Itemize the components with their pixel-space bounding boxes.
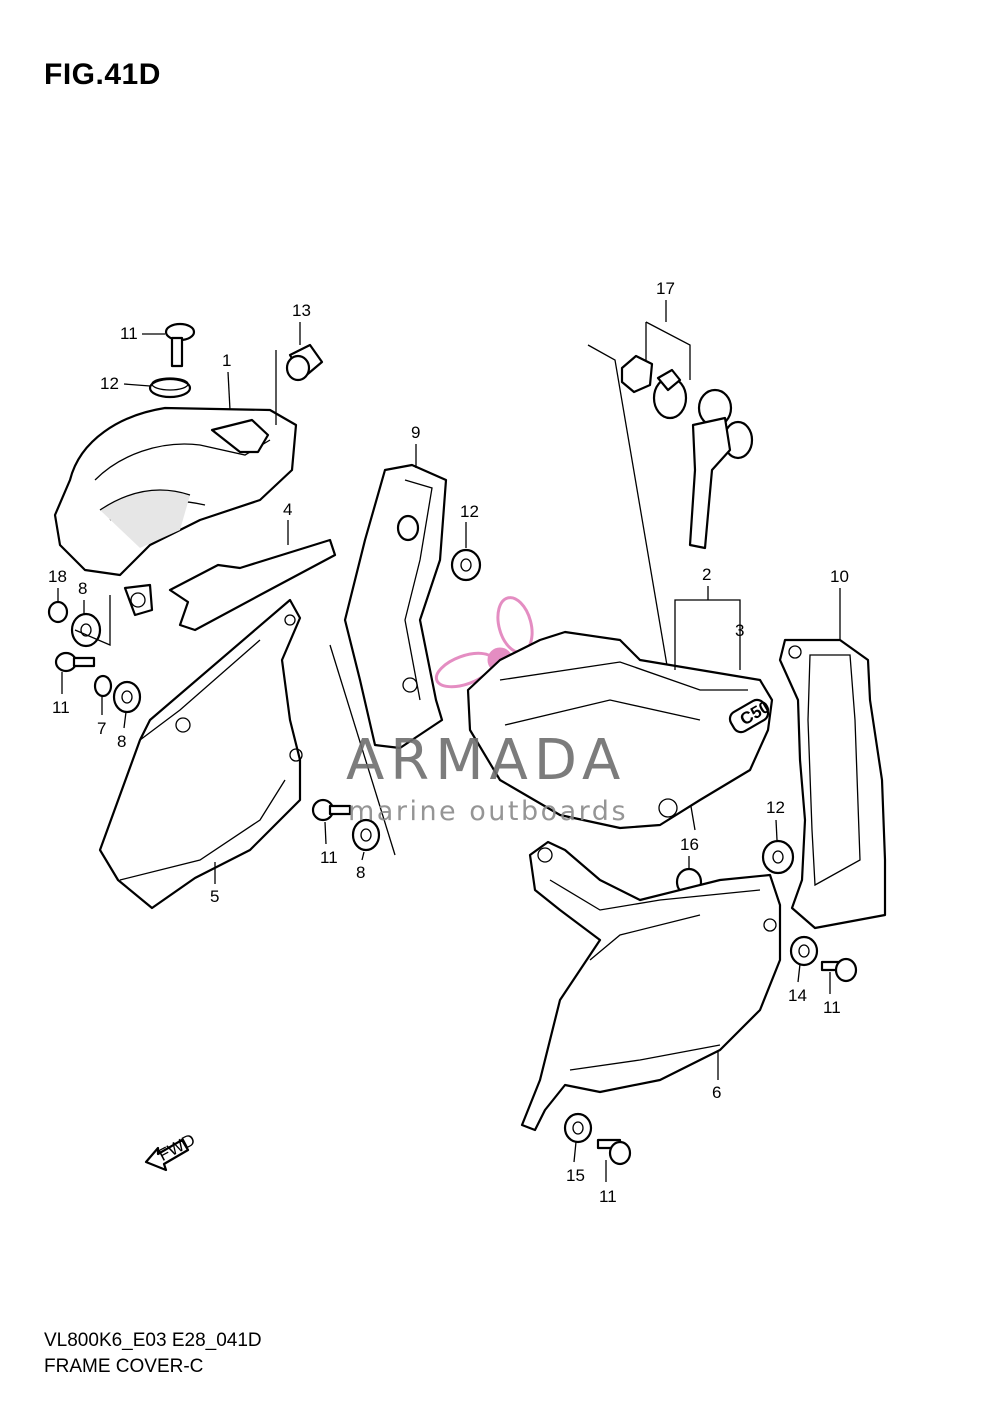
bracket-9 <box>343 463 448 750</box>
frame-cover-side-2 <box>466 630 774 830</box>
leader-8-c <box>361 851 365 861</box>
leader-2-3 <box>674 599 741 670</box>
screw-11-bottom <box>596 1138 632 1166</box>
callout-8-b: 8 <box>117 732 126 751</box>
frame-cover-left-lower <box>98 598 303 910</box>
leader-12-c <box>775 819 778 841</box>
washer-7 <box>93 674 113 698</box>
leader-14 <box>797 963 801 983</box>
screw-11-center <box>311 798 352 822</box>
cushion-12-top-left <box>148 377 192 399</box>
leader-15 <box>573 1141 577 1163</box>
cushion-8-left-lower <box>112 680 142 714</box>
screw-11-left <box>54 651 96 673</box>
callout-11-e: 11 <box>599 1187 617 1206</box>
callout-12-b: 12 <box>460 502 479 521</box>
cushion-13 <box>285 343 324 382</box>
frame-cover-right-lower <box>520 840 782 1132</box>
callout-6: 6 <box>712 1083 721 1102</box>
callout-1: 1 <box>222 351 231 370</box>
callout-2: 2 <box>702 565 711 584</box>
callout-18: 18 <box>48 567 67 586</box>
screw-11-top-left <box>164 322 196 368</box>
frame-cover-front-upper <box>53 406 298 617</box>
section-name: FRAME COVER-C <box>44 1356 204 1377</box>
figure-title: FIG.41D <box>44 58 161 91</box>
model-code: VL800K6_E03 E28_041D <box>44 1330 262 1351</box>
callout-12: 12 <box>100 374 119 393</box>
watermark-brand: ARMADA <box>346 728 627 793</box>
callout-12-c: 12 <box>766 798 785 817</box>
callout-11-c: 11 <box>320 848 338 867</box>
fwd-arrow-icon <box>144 1138 190 1172</box>
bracket-10 <box>778 638 887 930</box>
leader-16a <box>645 321 691 380</box>
callout-15: 15 <box>566 1166 585 1185</box>
leader-11-c <box>324 821 327 845</box>
screw-11-right <box>820 957 858 983</box>
leader-12-top <box>123 383 151 387</box>
cushion-15 <box>563 1112 593 1144</box>
leader-9 <box>329 644 396 856</box>
cushion-12-center <box>450 548 482 582</box>
leader-8-b <box>123 711 127 729</box>
cushion-8-center <box>351 818 381 852</box>
cushion-12-right <box>761 839 795 875</box>
callout-8-a: 8 <box>78 579 87 598</box>
callout-16: 17 <box>656 279 675 298</box>
callout-13: 13 <box>292 301 311 320</box>
leader-1 <box>227 371 231 411</box>
callout-8-c: 8 <box>356 863 365 882</box>
callout-3: 3 <box>735 621 744 640</box>
lock-set-16 <box>620 354 754 550</box>
fwd-arrow-label: FWD <box>155 1130 198 1165</box>
callout-14: 14 <box>788 986 807 1005</box>
plate-4 <box>168 538 337 632</box>
callout-10: 10 <box>830 567 849 586</box>
callout-5: 5 <box>210 887 219 906</box>
callout-11: 11 <box>120 324 138 343</box>
callout-7: 7 <box>97 719 106 738</box>
callout-11-d: 11 <box>823 998 841 1017</box>
callout-17: 16 <box>680 835 699 854</box>
callout-4: 4 <box>283 500 292 519</box>
leader-8-18 <box>74 595 111 646</box>
grommet-18 <box>47 600 69 624</box>
callout-9: 9 <box>411 423 420 442</box>
cushion-14 <box>789 935 819 967</box>
callout-11-b: 11 <box>52 698 70 717</box>
watermark-tagline: marine outboards <box>348 796 629 827</box>
